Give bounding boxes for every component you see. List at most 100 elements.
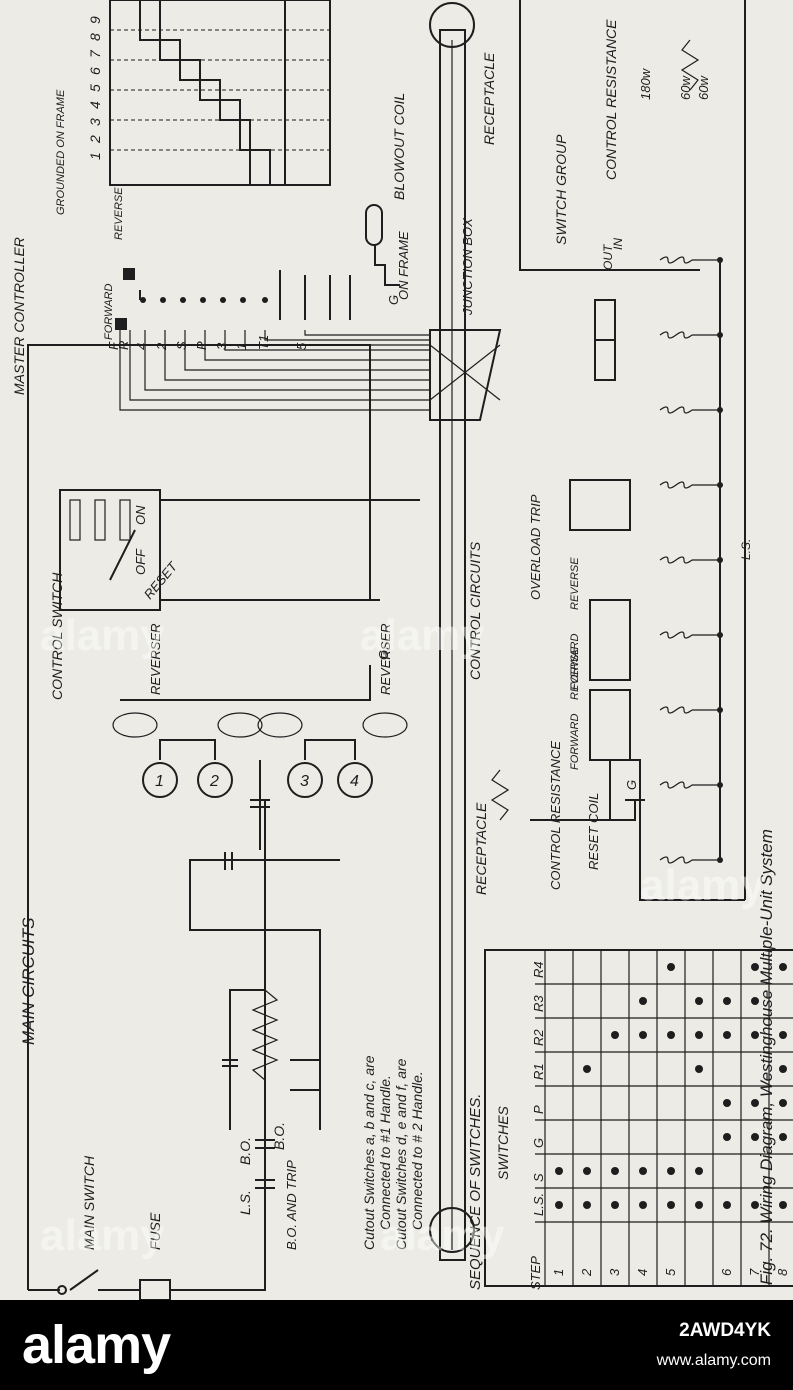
table-step-number: 3 [607, 1268, 622, 1276]
svg-text:180w: 180w [638, 67, 653, 100]
motor-2: 2 [209, 773, 219, 790]
switch-on-dot [723, 1201, 731, 1209]
switch-on-dot [751, 1031, 759, 1039]
switch-on-dot [751, 997, 759, 1005]
switch-on-dot [751, 1099, 759, 1107]
control-switch: CONTROL SWITCH RESET OFF ON [49, 489, 420, 700]
footer-meta: 2AWD4YK www.alamy.com [471, 1300, 771, 1390]
svg-text:G: G [624, 780, 639, 790]
control-resistance-label-2: CONTROL RESISTANCE [548, 741, 563, 890]
controller-wire-label: 1 [234, 343, 249, 350]
fuse-label: FUSE [147, 1212, 163, 1250]
svg-text:ON: ON [133, 505, 148, 525]
contactor-coil [659, 481, 693, 489]
switch-on-dot [611, 1201, 619, 1209]
site-url: www.alamy.com [656, 1352, 771, 1369]
controller-wire-label: T1 [256, 335, 271, 350]
switch-on-dot [639, 1167, 647, 1175]
switch-on-dot [555, 1167, 563, 1175]
switch-group-label: SWITCH GROUP [553, 134, 569, 245]
table-column-header: R3 [531, 995, 546, 1012]
switch-on-dot [779, 1133, 787, 1141]
switch-on-dot [723, 1099, 731, 1107]
control-circuits-label: CONTROL CIRCUITS [467, 541, 483, 680]
cutout-note: Cutout Switches a, b and c, are Connecte… [361, 1055, 425, 1250]
svg-text:REVERSE: REVERSE [569, 647, 581, 700]
scanned-diagram-page: Fig. 72. Wiring Diagram, Westinghouse Mu… [0, 0, 793, 1300]
table-column-header: R4 [531, 961, 546, 978]
svg-text:FORWARD: FORWARD [569, 714, 581, 770]
controller-wire-label: 5 [294, 342, 309, 350]
svg-text:alamy: alamy [640, 861, 765, 910]
svg-text:60w: 60w [678, 75, 693, 100]
switch-on-dot [751, 963, 759, 971]
reverser-label-1: REVERSER [148, 623, 163, 695]
controller-contact [262, 297, 268, 303]
switch-on-dot [667, 1201, 675, 1209]
stock-footer-bar: alamy 2AWD4YK www.alamy.com [0, 1300, 793, 1390]
svg-text:OFF: OFF [133, 548, 148, 575]
master-controller-label: MASTER CONTROLLER [11, 237, 27, 395]
controller-contact [180, 297, 186, 303]
switch-on-dot [695, 997, 703, 1005]
switch-on-dot [667, 963, 675, 971]
switch-on-dot [695, 1167, 703, 1175]
switch-on-dot [583, 1167, 591, 1175]
ls-contact: L.S. [237, 1179, 275, 1215]
junction-and-cable: JUNCTION BOX RECEPTACLE RECEPTACLE CONTR… [429, 2, 502, 1261]
svg-text:B.O.: B.O. [237, 1137, 253, 1165]
table-column-header: P [531, 1105, 546, 1114]
svg-text:Cutout Switches a, b and c, ar: Cutout Switches a, b and c, are [361, 1055, 377, 1250]
controller-contact [240, 297, 246, 303]
contactor-coil [659, 331, 693, 339]
sequence-table-step-header: STEP [528, 1256, 543, 1290]
table-step-number: 1 [551, 1269, 566, 1276]
table-step-number: 5 [663, 1268, 678, 1276]
table-column-header: R2 [531, 1029, 546, 1046]
svg-text:alamy: alamy [360, 611, 485, 660]
svg-text:B.O.: B.O. [271, 1122, 287, 1150]
alamy-logo: alamy [22, 1315, 171, 1375]
switch-on-dot [695, 1201, 703, 1209]
svg-text:REVERSE: REVERSE [569, 557, 581, 610]
switch-on-dot [779, 1065, 787, 1073]
table-step-number: 4 [635, 1269, 650, 1276]
controller-position-number: 7 [87, 49, 103, 58]
motor-4: 4 [350, 773, 359, 790]
switch-on-dot [695, 1031, 703, 1039]
overload-trip-label: OVERLOAD TRIP [528, 494, 543, 600]
switch-on-dot [779, 1201, 787, 1209]
motor-group: 1 2 3 4 REVERSER REVERSER G, [112, 623, 408, 798]
switch-on-dot [723, 1031, 731, 1039]
main-circuits: MAIN CIRCUITS MAIN SWITCH FUSE L.S. B.O. [19, 344, 371, 1300]
controller-wire-label: 4 [134, 343, 149, 350]
svg-text:ON FRAME: ON FRAME [396, 231, 411, 300]
sequence-table-title: SEQUENCE OF SWITCHES. [467, 1094, 484, 1290]
controller-contact [140, 297, 146, 303]
svg-text:Connected to # 2 Handle.: Connected to # 2 Handle. [409, 1071, 425, 1230]
junction-box-label: JUNCTION BOX [460, 217, 475, 316]
controller-wire-label: P [194, 341, 209, 350]
image-id: 2AWD4YK [679, 1320, 771, 1341]
table-step-number: 8 [775, 1268, 790, 1276]
control-switch-label: CONTROL SWITCH [49, 572, 65, 700]
controller-wire-label: 3 [214, 342, 229, 350]
controller-position-number: 1 [87, 152, 103, 160]
table-step-number: 6 [719, 1268, 734, 1276]
control-resistance-label: CONTROL RESISTANCE [603, 19, 619, 180]
switch-on-dot [695, 1065, 703, 1073]
switch-on-dot [611, 1167, 619, 1175]
switch-on-dot [779, 1031, 787, 1039]
reverser-label-2: REVERSER [378, 623, 393, 695]
wiring-diagram: Fig. 72. Wiring Diagram, Westinghouse Mu… [11, 0, 793, 1300]
switch-on-dot [779, 963, 787, 971]
controller-contact [160, 297, 166, 303]
contactor-coil [659, 781, 693, 789]
svg-text:B.O. AND TRIP: B.O. AND TRIP [284, 1160, 299, 1250]
svg-text:REVERSE: REVERSE [113, 187, 125, 240]
sequence-table-group-header: SWITCHES [495, 1105, 511, 1180]
svg-text:L.S.: L.S. [739, 539, 753, 560]
switch-on-dot [667, 1167, 675, 1175]
svg-text:Cutout Switches d, e and f, ar: Cutout Switches d, e and f, are [393, 1058, 409, 1250]
main-circuits-label: MAIN CIRCUITS [19, 917, 38, 1045]
